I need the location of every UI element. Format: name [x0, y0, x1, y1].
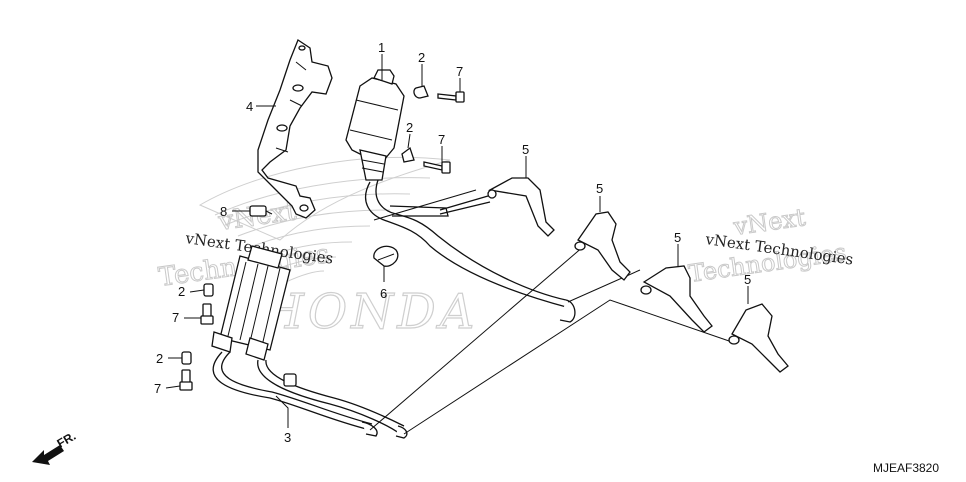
- cable-harness-lower: [212, 351, 408, 439]
- callout-5-cap2: 5: [596, 181, 603, 196]
- callout-7-middle: 7: [438, 132, 445, 147]
- bolt-7-upper: [437, 91, 465, 103]
- callout-5-cap1: 5: [522, 142, 529, 157]
- callout-numbers: 1 2 7 2 7 4 8 5 5 5 5 6 2 7 2 7 3: [154, 40, 751, 445]
- front-arrow: FR.: [32, 429, 78, 465]
- callout-7-left-upper: 7: [172, 310, 179, 325]
- spark-plug-cap-4: [728, 303, 789, 373]
- callout-1: 1: [378, 40, 385, 55]
- callout-3: 3: [284, 430, 291, 445]
- bolt-7-left-lower: [179, 369, 193, 391]
- spark-plug-cap-3: [640, 265, 713, 333]
- bolt-7-middle: [423, 161, 451, 174]
- callout-7-upper: 7: [456, 64, 463, 79]
- callout-6: 6: [380, 286, 387, 301]
- clip-6: [373, 245, 399, 267]
- nut-2-left-upper: [203, 283, 214, 297]
- ignition-coil-lower: [211, 245, 291, 361]
- callout-5-cap3: 5: [674, 230, 681, 245]
- diagram-code: MJEAF3820: [873, 461, 939, 475]
- clip-2-middle: [401, 146, 415, 163]
- spark-plug-cap-1: [487, 177, 555, 237]
- ignition-coil-upper: [345, 69, 405, 181]
- bolt-7-left-upper: [200, 303, 214, 325]
- front-arrow-icon: [32, 445, 64, 465]
- callout-5-cap4: 5: [744, 272, 751, 287]
- callout-7-left-lower: 7: [154, 381, 161, 396]
- spark-plug-cap-2: [574, 211, 631, 281]
- nut-2-left-lower: [181, 351, 192, 365]
- callout-2-left-lower: 2: [156, 351, 163, 366]
- callout-8: 8: [220, 204, 227, 219]
- callout-leaders: [165, 54, 749, 428]
- callout-4: 4: [246, 99, 253, 114]
- callout-2-left-upper: 2: [178, 284, 185, 299]
- watermark-right: vNext Technologies vNext Technologies: [686, 203, 854, 289]
- clip-2-upper: [413, 85, 429, 99]
- callout-2-upper: 2: [418, 50, 425, 65]
- honda-letters: HONDA: [261, 284, 478, 340]
- watermark-outline-line1: vNext: [216, 196, 299, 237]
- bracket: [257, 39, 333, 219]
- callout-2-middle: 2: [406, 120, 413, 135]
- cable-nut: [283, 373, 297, 387]
